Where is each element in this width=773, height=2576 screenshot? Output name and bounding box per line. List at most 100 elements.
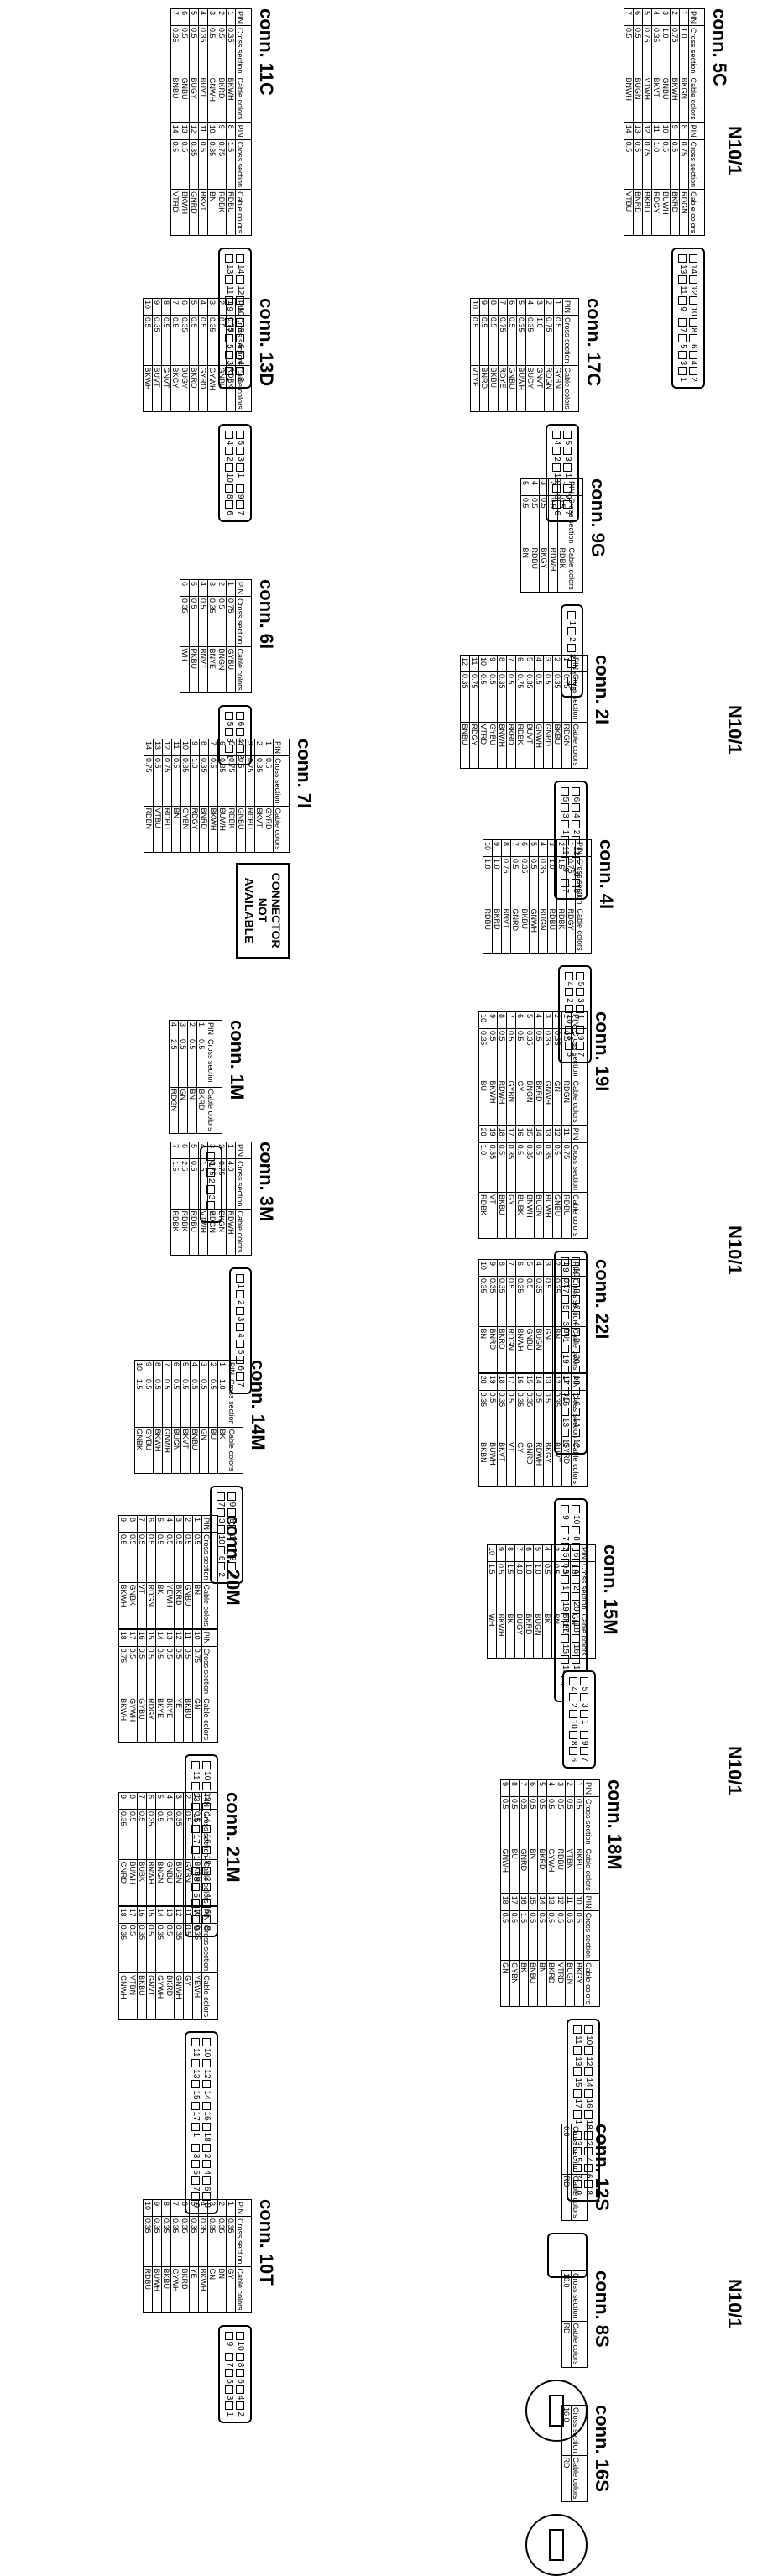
- pin-number: 3: [225, 2395, 234, 2401]
- table-cell: 0.5: [143, 315, 153, 366]
- table-cell: BNRD: [199, 806, 209, 853]
- pin-cell: 2: [569, 1693, 578, 1708]
- pin-cell: 4: [225, 430, 234, 445]
- table-cell: 0.35: [525, 1142, 535, 1193]
- table-cell: 0.5: [633, 25, 643, 76]
- pin-cell: 16: [202, 2101, 212, 2121]
- table-cell: 8: [679, 123, 689, 140]
- table-cell: GY: [515, 1079, 525, 1126]
- table-cell: BKRD: [497, 1326, 507, 1373]
- table-cell: 3: [174, 1515, 184, 1533]
- pin-number: 9: [580, 1740, 589, 1746]
- pin-number: 2: [567, 637, 577, 642]
- table-cell: 13: [165, 1629, 175, 1647]
- pin-number: 6: [689, 344, 698, 349]
- table-cell: GN: [570, 1612, 580, 1659]
- connector-title: conn. 6I: [256, 579, 277, 650]
- table-cell: 0.75: [679, 139, 689, 190]
- table-cell: RDBK: [478, 1192, 488, 1239]
- table-cell: RDGN: [561, 1079, 572, 1126]
- sheet-label: N10/1: [724, 1746, 745, 1795]
- table-cell: BNGN: [155, 1859, 165, 1906]
- table-cell: 1: [566, 839, 576, 857]
- table-header: Cable colors: [201, 1582, 218, 1629]
- table-cell: 0.35: [198, 25, 208, 76]
- table-cell: 0.5: [624, 25, 634, 76]
- table-cell: 0.5: [470, 315, 480, 366]
- table-cell: RDYE: [498, 365, 508, 412]
- table-cell: BKRD: [174, 1582, 184, 1629]
- table-cell: 2: [217, 579, 227, 597]
- table-cell: 6: [633, 8, 643, 26]
- pin-number: 4: [569, 1686, 578, 1692]
- pin-number: 7: [217, 1502, 226, 1507]
- table-cell: 0.5: [500, 1910, 510, 1961]
- table-cell: 0.5: [546, 1796, 556, 1847]
- table-cell: BKGY: [170, 365, 180, 412]
- table-cell: 0.5: [528, 1796, 538, 1847]
- table-cell: GNBU: [661, 76, 671, 123]
- table-cell: 12: [552, 1373, 562, 1391]
- table-cell: 7: [162, 1360, 172, 1377]
- table-cell: 0.5: [128, 1532, 138, 1583]
- table-cell: 2: [565, 1779, 575, 1797]
- table-cell: GNBU: [552, 1192, 562, 1239]
- table-cell: BU: [561, 1326, 572, 1373]
- table-cell: 0.5: [500, 1796, 510, 1847]
- table-header: Cross section: [201, 1923, 218, 1973]
- table-cell: 4: [198, 8, 208, 26]
- table-cell: RD: [561, 2174, 572, 2221]
- pin-number: 18: [202, 2132, 212, 2142]
- pin-cell: 3: [678, 350, 687, 365]
- table-cell: GYBN: [509, 1960, 520, 2007]
- pin-number: 9: [236, 494, 245, 499]
- table-cell: 4: [236, 739, 246, 756]
- table-cell: 0.5: [174, 1646, 184, 1696]
- table-cell: 0.5: [552, 1142, 562, 1193]
- pin-cell: 3: [563, 447, 572, 462]
- table-cell: BKRD: [217, 76, 227, 123]
- table-cell: 6: [180, 1142, 190, 1159]
- table-cell: 7: [170, 1142, 180, 1159]
- table-cell: 9: [152, 298, 162, 316]
- table-cell: 2: [670, 8, 680, 26]
- table-cell: BKBU: [642, 189, 652, 236]
- table-cell: 0.5: [165, 1646, 175, 1696]
- table-cell: 0.5: [528, 1910, 538, 1961]
- pin-cell: 1: [236, 462, 245, 483]
- table-header: Cable colors: [583, 1847, 600, 1894]
- table-cell: 1.5: [505, 1561, 515, 1612]
- table-cell: 18: [497, 1126, 507, 1143]
- table-cell: 0.5: [155, 1809, 165, 1860]
- table-cell: BUGN: [633, 76, 643, 123]
- table-cell: 2: [183, 1792, 193, 1810]
- table-cell: PKBU: [189, 646, 199, 693]
- table-cell: RDWH: [497, 1079, 507, 1126]
- table-header: PIN: [583, 1894, 600, 1911]
- table-cell: 2: [552, 1259, 562, 1277]
- pin-number: 12: [584, 2056, 593, 2067]
- table-cell: 0.35: [525, 671, 535, 723]
